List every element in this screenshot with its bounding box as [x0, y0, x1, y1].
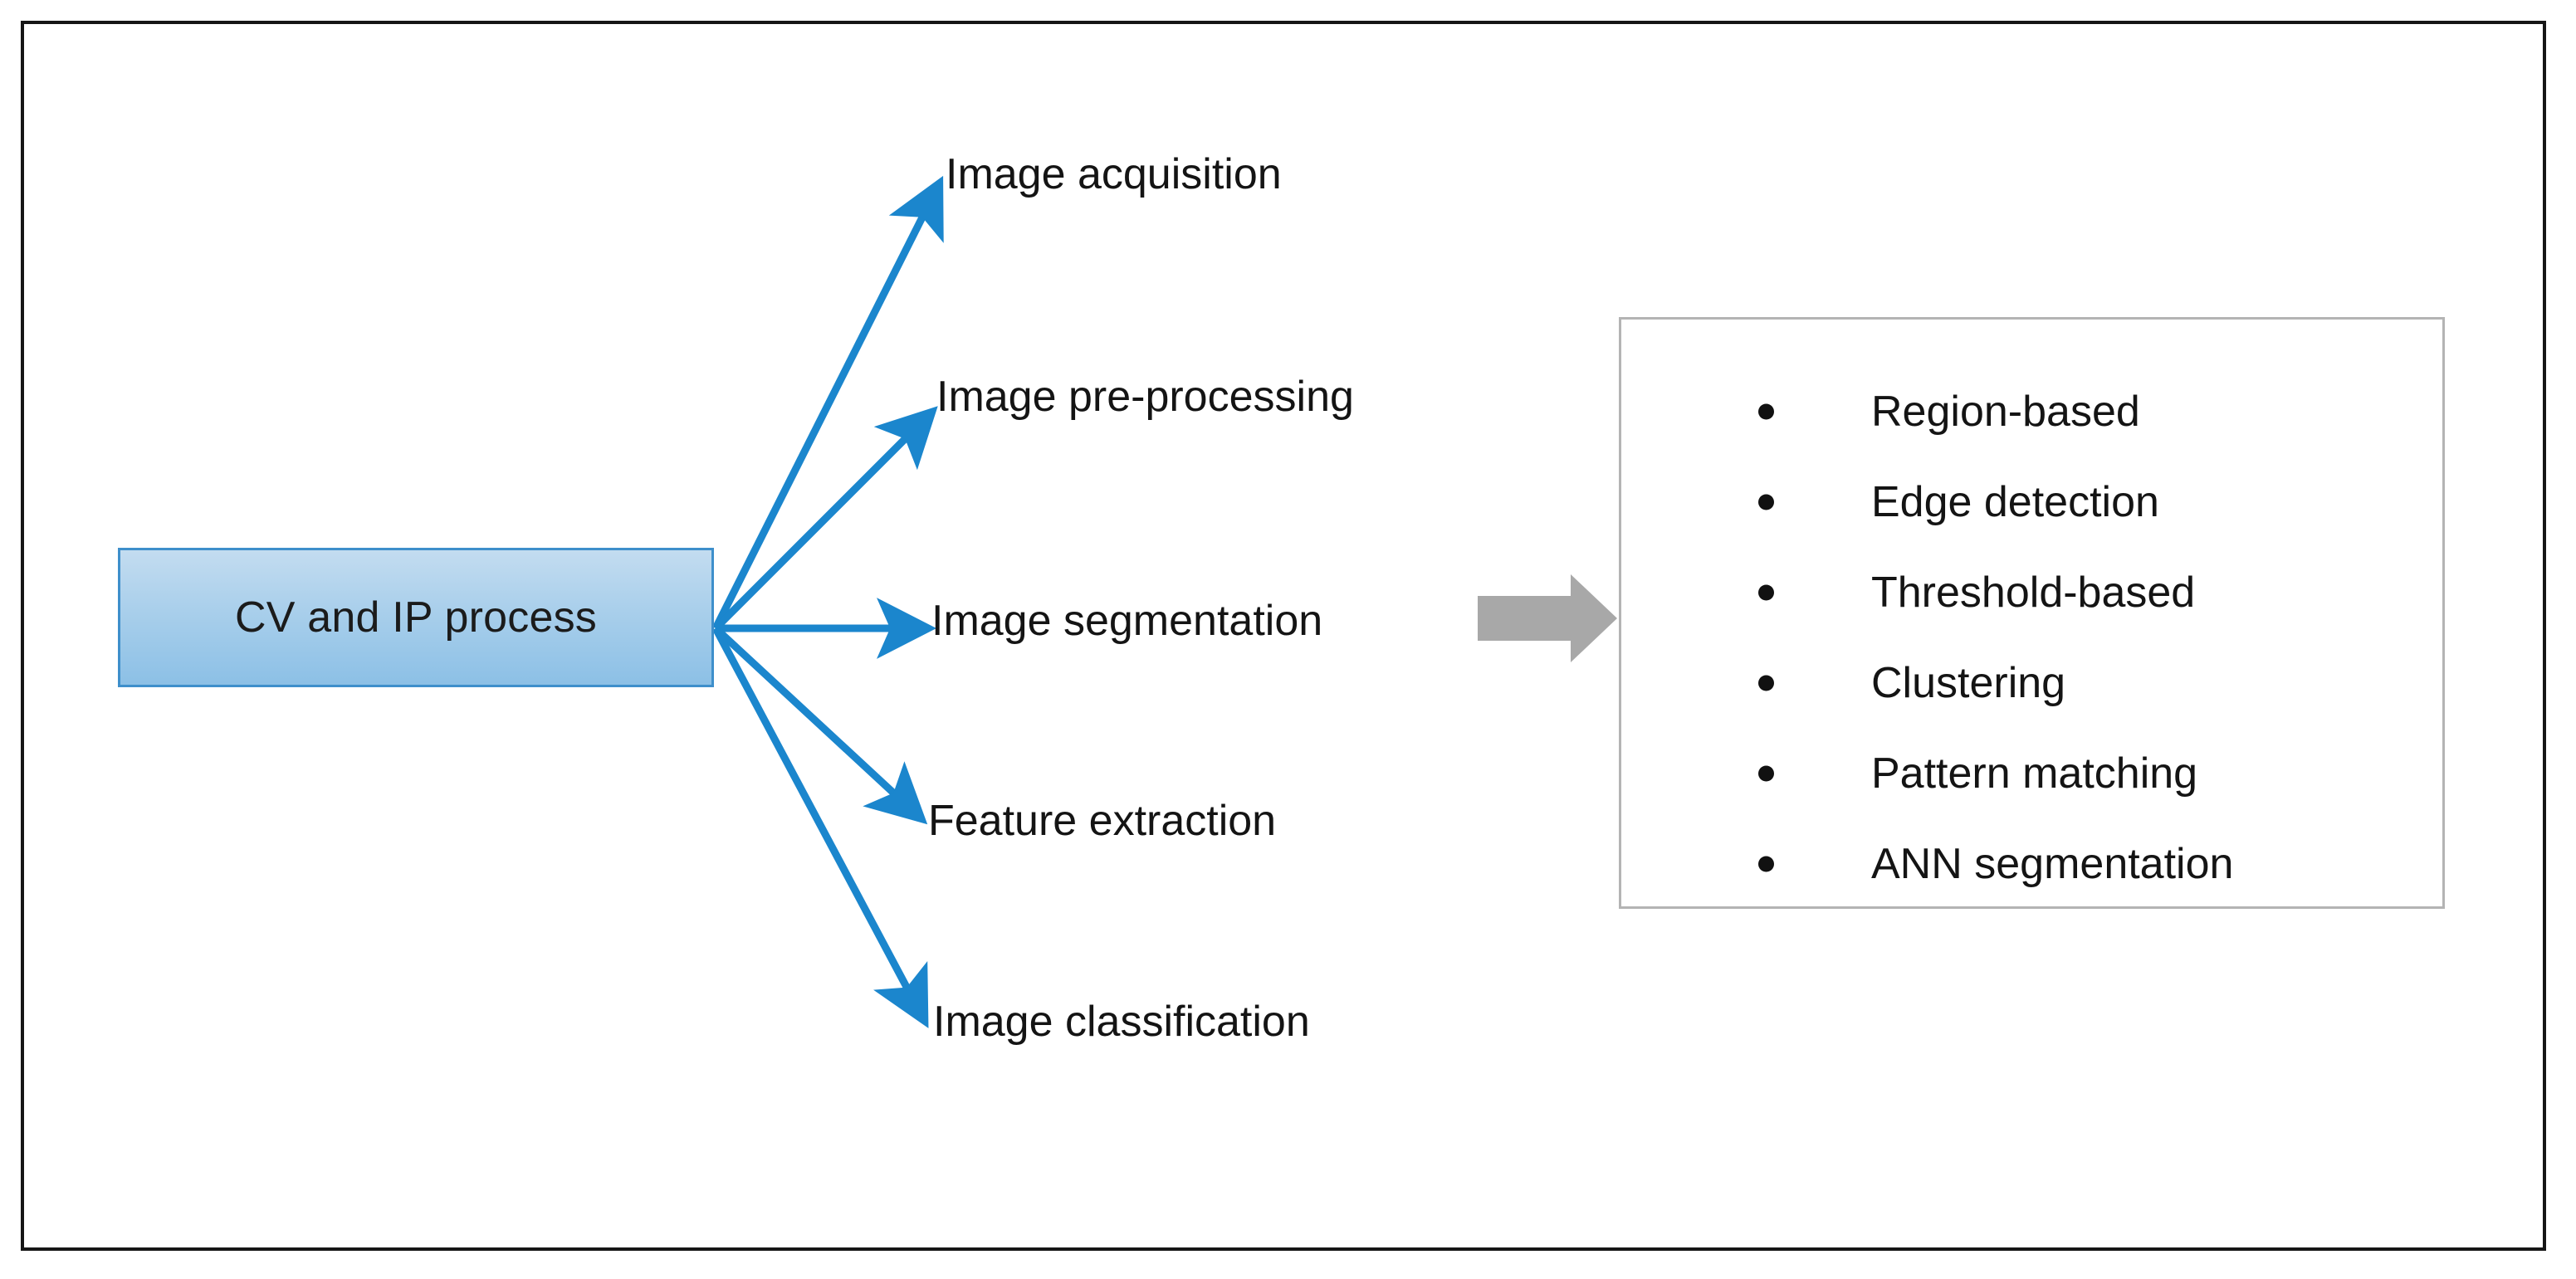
list-item: Threshold-based	[1758, 547, 2233, 637]
list-item-label: Threshold-based	[1871, 568, 2196, 617]
bullet-icon	[1758, 403, 1774, 419]
list-item: Region-based	[1758, 366, 2233, 456]
list-item: Edge detection	[1758, 456, 2233, 547]
segmentation-methods-panel: Region-based Edge detection Threshold-ba…	[1619, 317, 2445, 909]
bullet-icon	[1758, 584, 1774, 600]
stage-label-image-acquisition: Image acquisition	[946, 150, 1282, 198]
list-item: Clustering	[1758, 637, 2233, 728]
bullet-icon	[1758, 765, 1774, 781]
list-item-label: Pattern matching	[1871, 749, 2198, 798]
source-node[interactable]: CV and IP process	[118, 548, 714, 687]
stage-label-image-classification: Image classification	[933, 998, 1310, 1046]
bullet-icon	[1758, 856, 1774, 871]
list-item: Pattern matching	[1758, 728, 2233, 818]
list-item-label: ANN segmentation	[1871, 839, 2234, 888]
stage-label-image-segmentation: Image segmentation	[931, 597, 1323, 645]
list-item: ANN segmentation	[1758, 818, 2233, 909]
stage-label-image-pre-processing: Image pre-processing	[936, 373, 1354, 421]
list-item-label: Clustering	[1871, 658, 2066, 707]
stage-label-feature-extraction: Feature extraction	[928, 797, 1277, 845]
list-item-label: Edge detection	[1871, 477, 2159, 526]
list-item-label: Region-based	[1871, 387, 2140, 436]
source-node-label: CV and IP process	[234, 593, 597, 642]
segmentation-methods-list: Region-based Edge detection Threshold-ba…	[1758, 366, 2233, 909]
bullet-icon	[1758, 675, 1774, 691]
bullet-icon	[1758, 494, 1774, 510]
